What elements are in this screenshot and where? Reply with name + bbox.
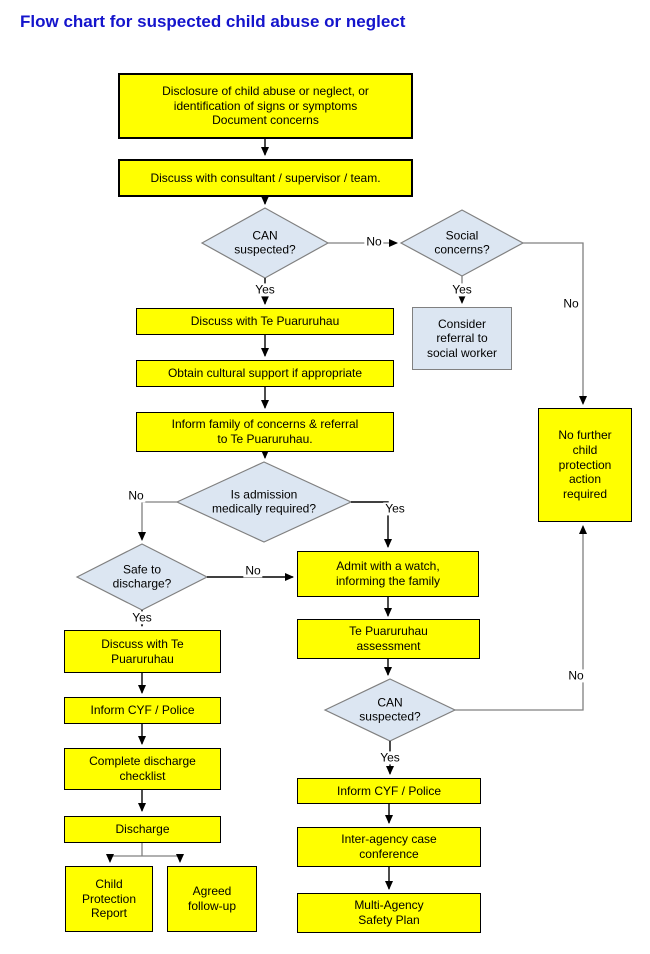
node-discharge: Discharge bbox=[64, 816, 221, 843]
node-inter-agency-conference: Inter-agency case conference bbox=[297, 827, 481, 867]
page-title: Flow chart for suspected child abuse or … bbox=[20, 12, 406, 31]
node-obtain-cultural-support: Obtain cultural support if appropriate bbox=[136, 360, 394, 387]
decision-can-suspected-1: CAN suspected? bbox=[234, 228, 296, 257]
node-discuss-te-puaruruhau-2: Discuss with Te Puaruruhau bbox=[64, 630, 221, 673]
edge-label-no-can2: No bbox=[566, 668, 586, 683]
edge-label-yes-safe-discharge: Yes bbox=[130, 610, 154, 625]
node-inform-cyf-police-1: Inform CYF / Police bbox=[64, 697, 221, 724]
decision-admission-required: Is admission medically required? bbox=[211, 487, 317, 516]
edge-label-yes-social: Yes bbox=[450, 282, 474, 297]
decision-safe-to-discharge: Safe to discharge? bbox=[112, 562, 172, 591]
edge-label-no-safe-discharge: No bbox=[243, 563, 263, 578]
node-no-further-action: No further child protection action requi… bbox=[538, 408, 632, 522]
node-agreed-follow-up: Agreed follow-up bbox=[167, 866, 257, 932]
edge-label-yes-admission: Yes bbox=[383, 501, 407, 516]
edge-label-yes-can1: Yes bbox=[253, 282, 277, 297]
node-admit-with-watch: Admit with a watch, informing the family bbox=[297, 551, 479, 597]
decision-can-suspected-2: CAN suspected? bbox=[359, 695, 421, 724]
node-discuss-consultant: Discuss with consultant / supervisor / t… bbox=[118, 159, 413, 197]
edge-label-no-can1: No bbox=[364, 234, 384, 249]
edge-label-yes-can2: Yes bbox=[378, 750, 402, 765]
node-multi-agency-safety-plan: Multi-Agency Safety Plan bbox=[297, 893, 481, 933]
node-disclosure: Disclosure of child abuse or neglect, or… bbox=[118, 73, 413, 139]
node-child-protection-report: Child Protection Report bbox=[65, 866, 153, 932]
node-complete-discharge-checklist: Complete discharge checklist bbox=[64, 748, 221, 790]
node-inform-family: Inform family of concerns & referral to … bbox=[136, 412, 394, 452]
node-discuss-te-puaruruhau: Discuss with Te Puaruruhau bbox=[136, 308, 394, 335]
node-consider-referral: Consider referral to social worker bbox=[412, 307, 512, 370]
edge-label-no-admission: No bbox=[126, 488, 146, 503]
edge-label-no-social: No bbox=[561, 296, 581, 311]
node-te-puaruruhau-assessment: Te Puaruruhau assessment bbox=[297, 619, 480, 659]
node-inform-cyf-police-2: Inform CYF / Police bbox=[297, 778, 481, 804]
decision-social-concerns: Social concerns? bbox=[434, 228, 490, 257]
